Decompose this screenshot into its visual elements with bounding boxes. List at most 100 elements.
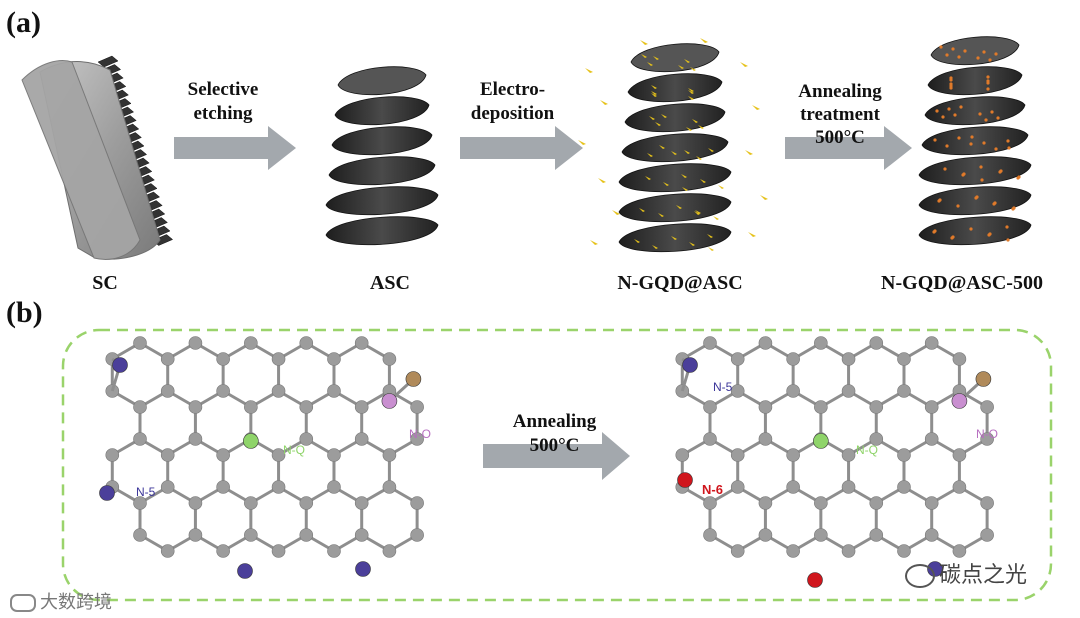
carbon-sheet bbox=[627, 73, 723, 103]
arrow-text-annealing-treatment: Annealing treatment 500°C bbox=[785, 80, 895, 149]
quantum-dot bbox=[984, 118, 988, 122]
quantum-dot bbox=[651, 93, 657, 97]
carbon-atom bbox=[244, 528, 258, 542]
carbon-atom bbox=[160, 480, 175, 494]
quantum-dot bbox=[988, 58, 992, 62]
quantum-dot bbox=[708, 148, 714, 152]
quantum-dot bbox=[945, 144, 949, 148]
quantum-dot bbox=[640, 40, 648, 45]
carbon-atom bbox=[271, 384, 286, 398]
label-left-nq: N-Q bbox=[283, 443, 305, 457]
carbon-atom bbox=[841, 480, 856, 494]
carbon-atom bbox=[980, 432, 994, 446]
carbon-atom bbox=[382, 544, 397, 558]
quantum-dot bbox=[692, 119, 698, 123]
quantum-dot bbox=[969, 227, 973, 231]
arrow-electrodeposition bbox=[460, 126, 583, 170]
carbon-sheet bbox=[334, 96, 430, 126]
quantum-dot bbox=[979, 165, 983, 169]
pyridinic-nitrogen-atom bbox=[677, 472, 693, 488]
oxidized-nitrogen-atom bbox=[951, 393, 968, 409]
carbon-atom bbox=[786, 448, 800, 462]
arrow-text-line: Annealing bbox=[512, 411, 597, 432]
quantum-dot bbox=[976, 56, 980, 60]
carbon-sheet bbox=[331, 126, 433, 156]
carbon-atom bbox=[897, 352, 911, 366]
quantum-dot bbox=[676, 205, 682, 209]
arrow-annealing-500 bbox=[483, 432, 630, 480]
quantum-dot bbox=[957, 55, 961, 59]
carbon-atom bbox=[897, 384, 911, 398]
carbon-atom bbox=[786, 384, 800, 398]
carbon-atom bbox=[758, 400, 773, 414]
carbon-atom bbox=[244, 496, 258, 510]
carbon-sheet bbox=[921, 126, 1029, 156]
pyrrolic-nitrogen-atom bbox=[355, 561, 371, 577]
carbon-atom bbox=[354, 496, 369, 510]
carbon-atom bbox=[897, 448, 911, 462]
quantum-dot bbox=[684, 59, 690, 63]
carbon-atom bbox=[841, 384, 856, 398]
carbon-atom bbox=[897, 480, 911, 494]
carbon-atom bbox=[299, 432, 314, 446]
quantum-dot bbox=[713, 216, 719, 220]
quantum-dot bbox=[748, 232, 756, 237]
quantum-dot bbox=[645, 176, 651, 180]
carbon-atom bbox=[786, 544, 800, 558]
quantum-dot bbox=[994, 147, 998, 151]
quantum-dot bbox=[999, 169, 1003, 173]
carbon-atom bbox=[980, 528, 994, 542]
carbon-atom bbox=[354, 336, 369, 350]
quantum-dot bbox=[956, 204, 960, 208]
panel-b-label: (b) bbox=[6, 296, 43, 329]
panel-b-dashed-border bbox=[61, 328, 1053, 602]
carbon-atom bbox=[952, 480, 967, 494]
quantum-dot bbox=[1017, 175, 1021, 179]
quantum-dot bbox=[689, 242, 695, 246]
quantum-dot bbox=[688, 90, 694, 94]
quantum-dot bbox=[647, 62, 653, 66]
carbon-atom bbox=[841, 448, 856, 462]
arrow-text-line: etching bbox=[193, 103, 253, 124]
pyrrolic-nitrogen-atom bbox=[112, 357, 128, 373]
quantum-dot bbox=[671, 236, 677, 240]
quantum-dot bbox=[688, 96, 694, 100]
carbon-atom bbox=[327, 448, 341, 462]
carbon-atom bbox=[299, 400, 314, 414]
quantum-dot bbox=[1012, 206, 1016, 210]
quantum-dot bbox=[707, 234, 713, 238]
quantum-dot bbox=[978, 112, 982, 116]
arrow-selective-etching bbox=[174, 126, 296, 170]
carbon-atom bbox=[814, 400, 828, 414]
quantum-dot bbox=[1005, 225, 1009, 229]
carbon-atom bbox=[382, 448, 397, 462]
asc-illustration bbox=[325, 66, 439, 246]
carbon-atom bbox=[703, 528, 717, 542]
sc-fin bbox=[97, 55, 119, 68]
quantum-dot bbox=[671, 151, 677, 155]
label-right-nq: N-Q bbox=[856, 443, 878, 457]
quantum-dot bbox=[969, 142, 973, 146]
quantum-dot bbox=[962, 172, 966, 176]
carbon-atom bbox=[869, 432, 884, 446]
quantum-dot bbox=[700, 38, 708, 43]
quantum-dot bbox=[945, 53, 949, 57]
ngqd-asc-500-illustration bbox=[918, 36, 1032, 246]
arrow-text-line: deposition bbox=[470, 103, 555, 124]
label-right-no: N-O bbox=[976, 427, 998, 441]
carbon-atom bbox=[216, 384, 230, 398]
quantum-dot bbox=[641, 54, 647, 58]
quantum-dot bbox=[947, 107, 951, 111]
graphitic-nitrogen-atom bbox=[243, 433, 259, 449]
quantum-dot bbox=[957, 136, 961, 140]
quantum-dot bbox=[647, 153, 653, 157]
quantum-dot bbox=[760, 195, 768, 200]
carbon-sheet bbox=[618, 223, 732, 253]
quantum-dot bbox=[698, 125, 704, 129]
pyrrolic-nitrogen-atom bbox=[99, 485, 115, 501]
carbon-atom bbox=[105, 448, 120, 462]
graphitic-nitrogen-atom bbox=[813, 433, 829, 449]
carbon-atom bbox=[299, 496, 314, 510]
quantum-dot bbox=[678, 65, 684, 69]
